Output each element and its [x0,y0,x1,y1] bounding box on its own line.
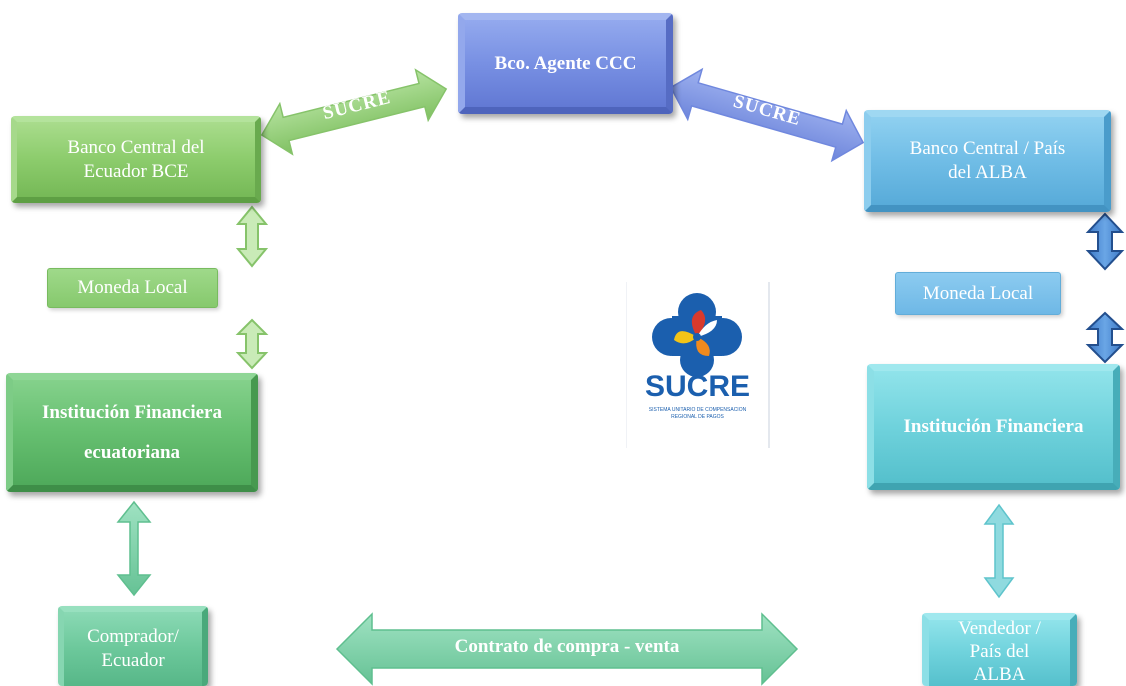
if-alba-label: Institución Financiera [903,416,1084,437]
bc-alba-box: Banco Central / País del ALBA [864,110,1111,212]
left-lower-double-arrow [235,318,269,370]
sucre-logo: SUCRE SISTEMA UNITARIO DE COMPENSACIÓN R… [626,282,770,448]
if-ecuatoriana-box: Institución Financiera ecuatoriana [6,373,258,492]
agente-ccc-box: Bco. Agente CCC [458,13,673,114]
right-long-double-arrow [983,503,1015,599]
contrato-arrow [335,612,799,686]
if-ecuatoriana-label: Institución Financiera ecuatoriana [42,401,222,463]
moneda-local-left-label: Moneda Local [77,277,188,298]
left-long-double-arrow [116,500,152,597]
bce-box: Banco Central del Ecuador BCE [11,116,261,203]
moneda-local-right-label: Moneda Local [922,282,1034,304]
vendedor-box: Vendedor / País del ALBA [922,613,1077,686]
comprador-label: Comprador/ Ecuador [87,626,179,671]
sucre-emblem-icon [652,293,742,377]
sucre-right-arrow [669,67,865,163]
bc-alba-label: Banco Central / País del ALBA [909,138,1066,183]
sucre-logo-subtitle-2: REGIONAL DE PAGOS [671,414,724,420]
right-upper-double-arrow [1085,212,1125,271]
agente-ccc-label: Bco. Agente CCC [494,52,637,74]
right-lower-double-arrow [1085,311,1125,364]
if-alba-box: Institución Financiera [867,364,1120,490]
vendedor-label: Vendedor / País del ALBA [958,618,1041,685]
moneda-local-right: Moneda Local [895,272,1061,315]
sucre-logo-subtitle-1: SISTEMA UNITARIO DE COMPENSACIÓN [648,407,747,413]
contrato-label: Contrato de compra - venta [454,636,680,657]
comprador-box: Comprador/ Ecuador [58,606,208,686]
moneda-local-left: Moneda Local [47,268,218,308]
sucre-left-arrow [260,68,448,156]
bce-label: Banco Central del Ecuador BCE [67,136,205,182]
sucre-logo-title: SUCRE [644,370,750,403]
left-upper-double-arrow [235,205,269,268]
